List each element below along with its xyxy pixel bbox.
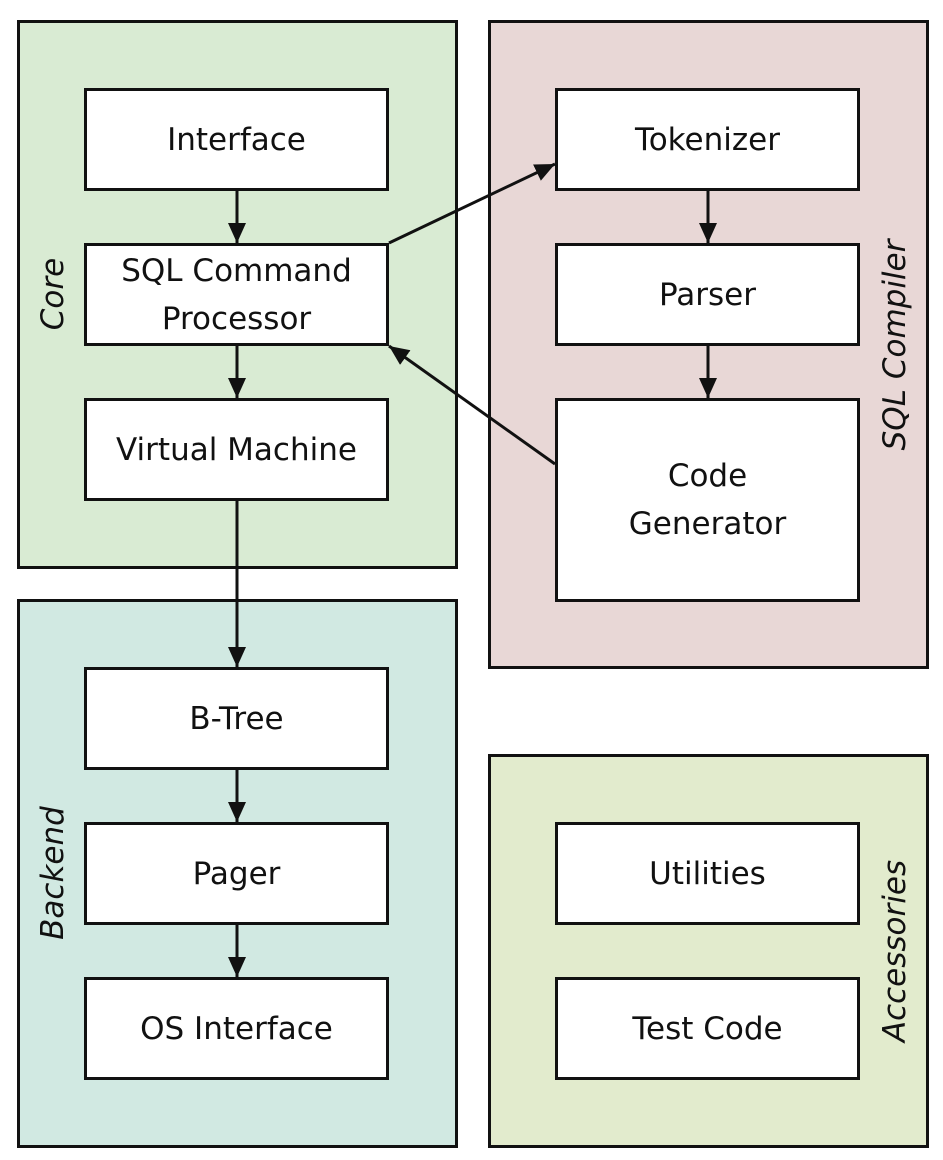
sql-command-processor-text-2: Processor — [161, 300, 312, 337]
os-interface-text: OS Interface — [140, 1010, 333, 1047]
arrow-processor-to-tokenizer — [388, 162, 556, 245]
pager-box: Pager — [84, 822, 389, 925]
arrow-code-generator-to-processor — [388, 344, 556, 466]
tokenizer-text: Tokenizer — [635, 121, 780, 158]
sql-command-processor-box: SQL Command Processor — [84, 243, 389, 346]
btree-box: B-Tree — [84, 667, 389, 770]
os-interface-box: OS Interface — [84, 977, 389, 1080]
tokenizer-box: Tokenizer — [555, 88, 860, 191]
utilities-text: Utilities — [649, 855, 766, 892]
parser-text: Parser — [658, 276, 756, 313]
accessories-group — [488, 754, 929, 1148]
sql-command-processor-text-1: SQL Command — [121, 252, 352, 289]
virtual-machine-box: Virtual Machine — [84, 398, 389, 501]
code-generator-text-2: Generator — [628, 506, 787, 542]
pager-text: Pager — [192, 855, 281, 892]
interface-text: Interface — [167, 121, 306, 158]
test-code-text: Test Code — [632, 1010, 783, 1047]
virtual-machine-text: Virtual Machine — [116, 431, 357, 468]
parser-box: Parser — [555, 243, 860, 346]
code-generator-text-1: Code — [667, 458, 748, 494]
utilities-box: Utilities — [555, 822, 860, 925]
interface-box: Interface — [84, 88, 389, 191]
code-generator-box: Code Generator — [555, 398, 860, 602]
btree-text: B-Tree — [189, 700, 284, 737]
test-code-box: Test Code — [555, 977, 860, 1080]
